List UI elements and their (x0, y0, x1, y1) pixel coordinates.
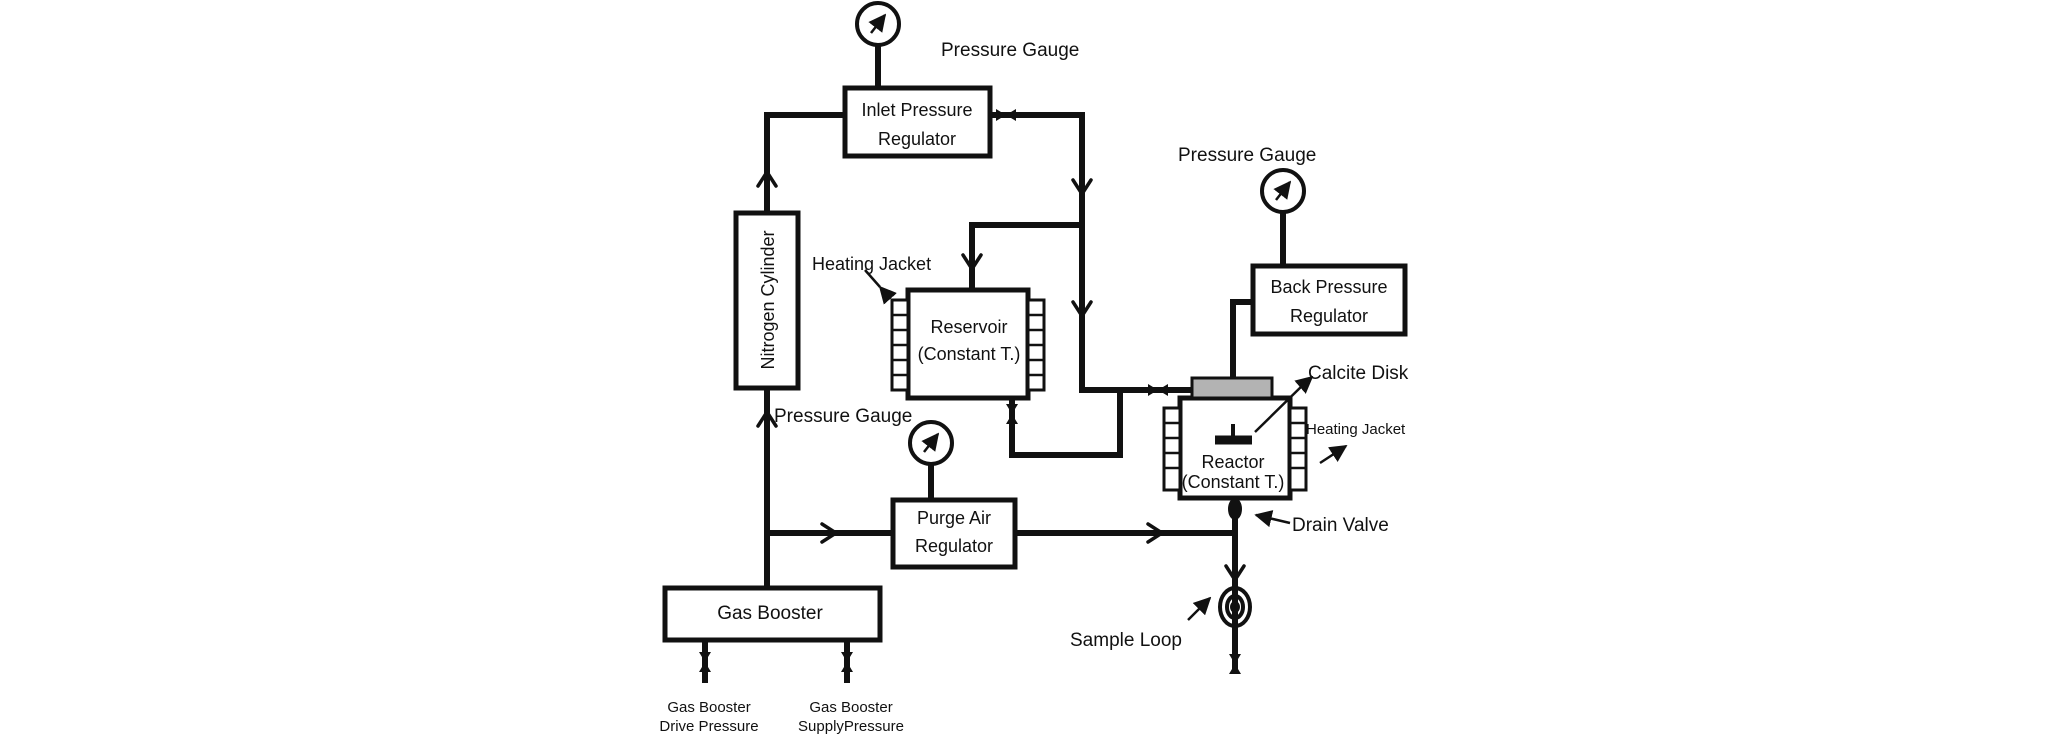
valve-drive-pressure (699, 652, 711, 662)
pressure-gauge-mid (908, 420, 954, 466)
back-pressure-regulator-label-2: Regulator (1290, 306, 1368, 326)
nitrogen-cylinder-label: Nitrogen Cylinder (758, 230, 778, 369)
purge-air-regulator (890, 497, 1018, 570)
purge-regulator-label-2: Regulator (915, 536, 993, 556)
inlet-pressure-regulator (842, 85, 993, 159)
gas-booster (662, 585, 883, 643)
back-pressure-regulator (1250, 263, 1408, 337)
drive-pressure-label-1: Gas Booster (667, 699, 750, 716)
inlet-regulator-label-2: Regulator (878, 129, 956, 149)
pointer-arrows (864, 269, 1348, 621)
pressure-gauge-right-label: Pressure Gauge (1178, 145, 1316, 166)
pressure-gauge-top (855, 1, 901, 47)
heating-jacket-right-label: Heating Jacket (1306, 421, 1406, 438)
nitrogen-cylinder (733, 210, 801, 391)
valves (699, 109, 1242, 674)
back-pressure-regulator-label-1: Back Pressure (1270, 277, 1387, 297)
inlet-regulator-label-1: Inlet Pressure (861, 100, 972, 120)
drain-valve-label: Drain Valve (1292, 515, 1389, 536)
reactor-lid (1190, 376, 1274, 400)
valve-supply-pressure (841, 652, 853, 662)
supply-pressure-label-1: Gas Booster (809, 699, 892, 716)
sample-loop-label: Sample Loop (1070, 630, 1182, 651)
valve-sample-outlet (1229, 654, 1241, 664)
valve-reactor-inlet (1148, 384, 1158, 396)
drive-pressure-label-2: Drive Pressure (659, 718, 758, 735)
drain-valve (1228, 498, 1242, 520)
gas-booster-label: Gas Booster (717, 603, 823, 624)
labels: Pressure Gauge Inlet Pressure Regulator … (659, 40, 1408, 735)
reservoir-label-1: Reservoir (930, 317, 1007, 337)
valve-inlet (996, 109, 1006, 121)
reservoir (890, 287, 1046, 401)
reactor-label-2: (Constant T.) (1182, 472, 1285, 492)
pressure-gauge-right (1260, 168, 1306, 214)
supply-pressure-label-2: SupplyPressure (798, 718, 904, 735)
pressure-gauge-top-label: Pressure Gauge (941, 40, 1079, 61)
purge-regulator-label-1: Purge Air (917, 508, 991, 528)
flow-arrows (756, 168, 1246, 584)
heating-jacket-left-label: Heating Jacket (812, 254, 931, 274)
reactor-label-1: Reactor (1201, 452, 1264, 472)
sample-loop (1218, 586, 1252, 628)
calcite-disk-label: Calcite Disk (1308, 363, 1409, 384)
pressure-gauge-mid-label: Pressure Gauge (774, 406, 912, 427)
valve-reservoir-outlet (1006, 404, 1018, 414)
reservoir-label-2: (Constant T.) (918, 344, 1021, 364)
